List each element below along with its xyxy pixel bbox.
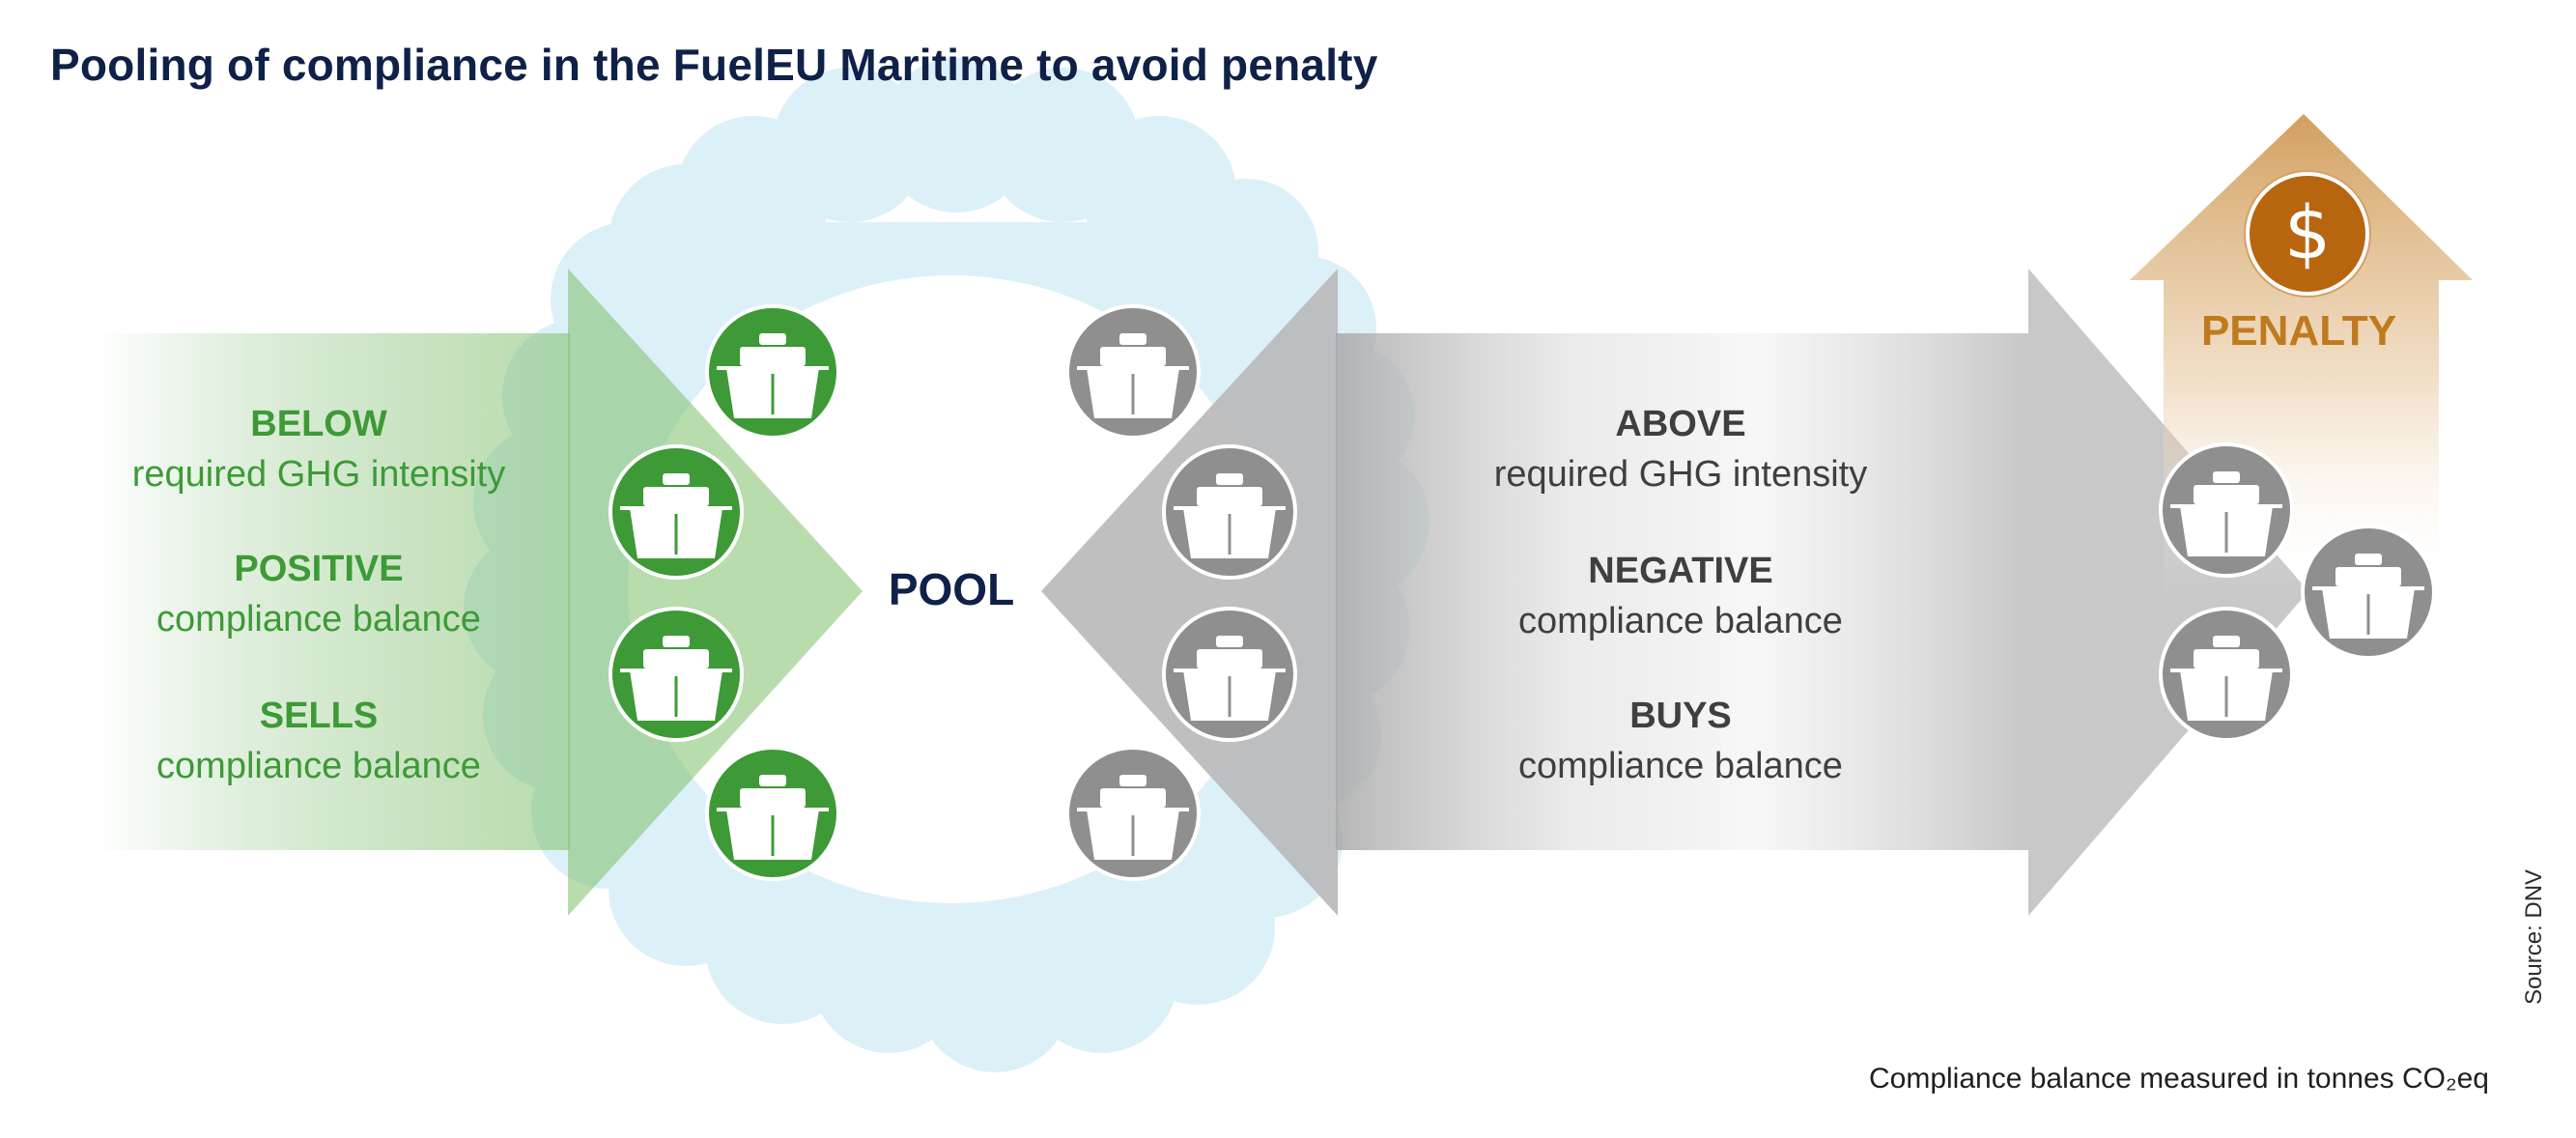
ship-icon — [2159, 607, 2294, 742]
right-text-above: required GHG intensity — [1493, 454, 1868, 495]
left-heading-sells: SELLS — [259, 696, 379, 736]
ship-icon — [609, 607, 744, 742]
left-arrow — [97, 269, 863, 916]
penalty-label: PENALTY — [2200, 307, 2397, 355]
footnote: Compliance balance measured in tonnes CO… — [1868, 1063, 2489, 1095]
left-heading-below: BELOW — [250, 404, 387, 444]
right-text-negative: compliance balance — [1518, 601, 1843, 641]
page-title: Pooling of compliance in the FuelEU Mari… — [50, 40, 1378, 90]
source-credit: Source: DNV — [2521, 868, 2547, 1005]
ship-icon — [2301, 525, 2436, 660]
right-arrow — [1041, 269, 2308, 916]
ship-icon — [1162, 607, 1297, 742]
right-heading-buys: BUYS — [1629, 696, 1732, 736]
right-heading-negative: NEGATIVE — [1588, 551, 1773, 591]
left-text-positive: compliance balance — [156, 599, 481, 640]
left-heading-positive: POSITIVE — [234, 549, 404, 589]
pool-label: POOL — [888, 564, 1015, 614]
ship-icon — [1065, 304, 1201, 440]
ship-group — [609, 304, 2436, 881]
left-text-sells: compliance balance — [156, 746, 481, 786]
ship-icon — [609, 444, 744, 580]
ship-icon — [705, 746, 840, 881]
left-text-below: required GHG intensity — [131, 454, 506, 495]
ship-icon — [2159, 442, 2294, 578]
ship-icon — [1065, 746, 1201, 881]
ship-icon — [1162, 444, 1297, 580]
right-text-buys: compliance balance — [1518, 746, 1843, 786]
right-heading-above: ABOVE — [1615, 404, 1746, 444]
ship-icon — [705, 304, 840, 440]
dollar-coin-icon: $ — [2246, 172, 2369, 296]
